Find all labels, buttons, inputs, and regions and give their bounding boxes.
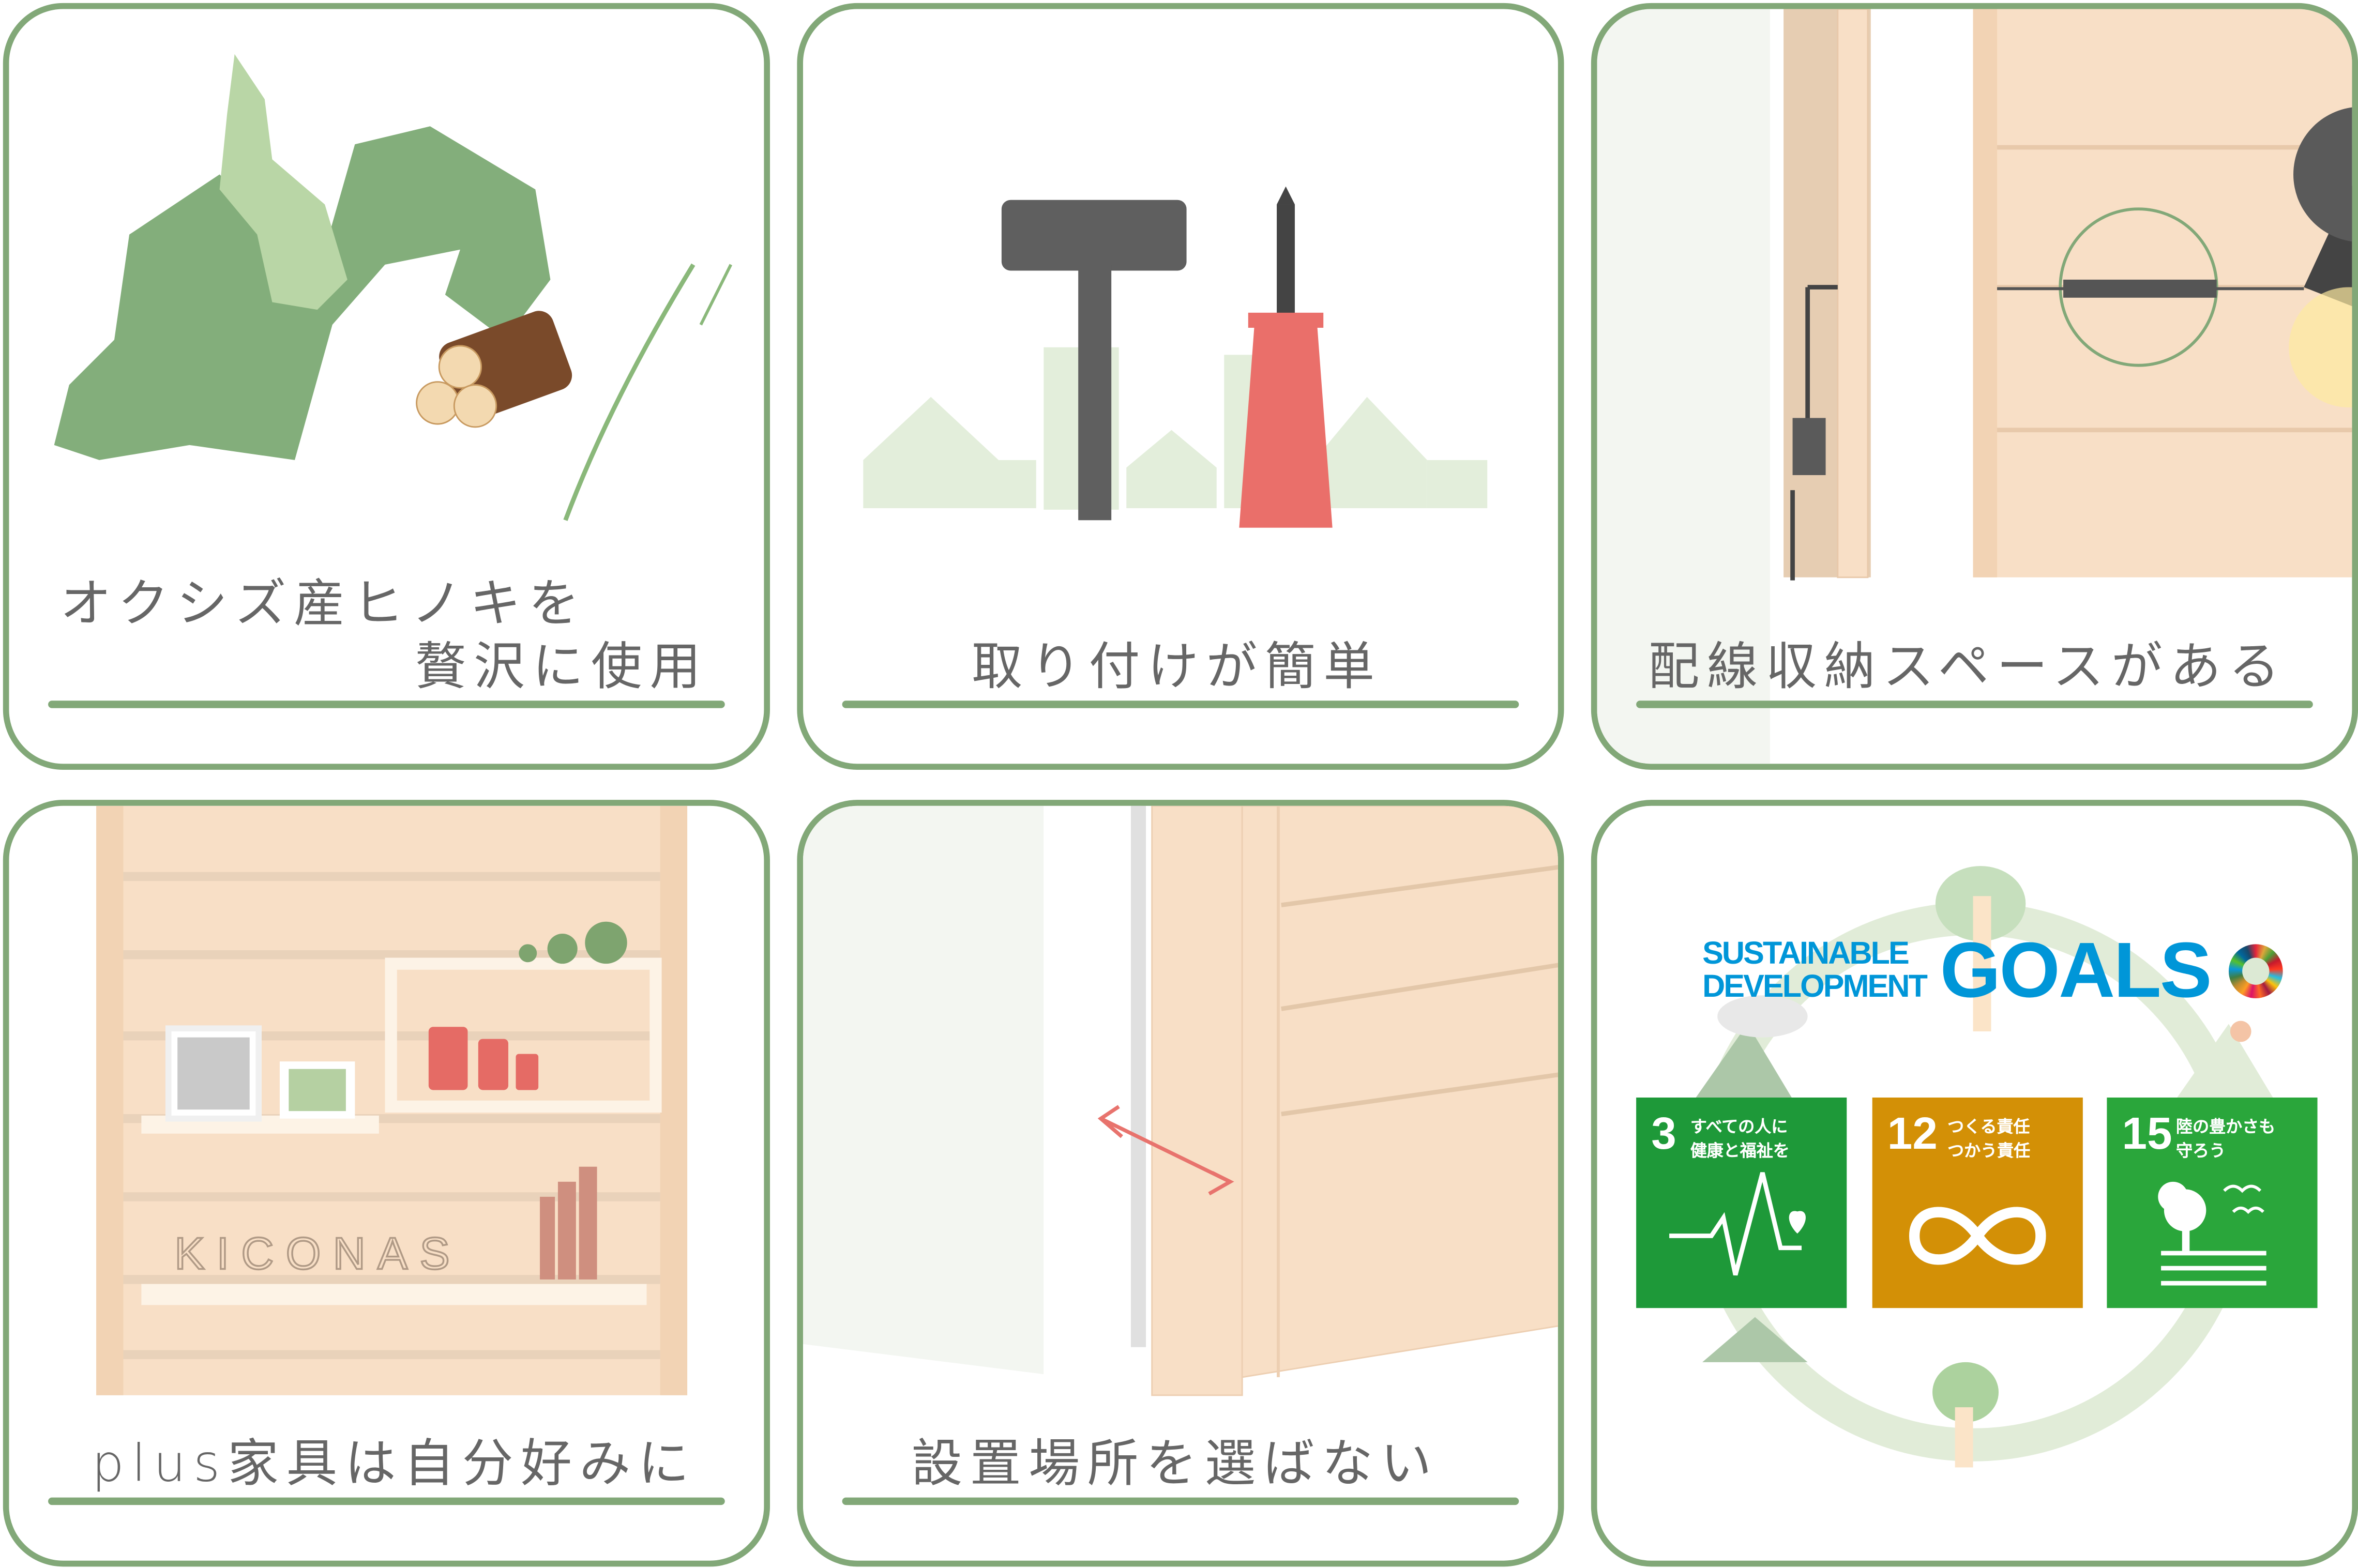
hammer-icon: [1001, 200, 1187, 521]
panel-install: 取り付けが簡単: [797, 3, 1564, 770]
panel-hinoki: オクシズ産ヒノキを 贅沢に使用: [3, 3, 770, 770]
heartbeat-icon: [1669, 1172, 1806, 1276]
caption: 設置場所を選ばない: [911, 1434, 1440, 1495]
kiconas-logo: KICONAS: [174, 1229, 462, 1280]
sdg-goal-15: 15 陸の豊かさも守ろう: [2107, 1097, 2318, 1308]
goal-number: 15: [2122, 1109, 2172, 1160]
sdg-goal-3: 3 すべての人に健康と福祉を: [1636, 1097, 1847, 1308]
goal-number: 3: [1651, 1109, 1676, 1160]
caption: 配線収納スペースがある: [1648, 637, 2288, 698]
sdg-goal-12: 12 つくる責任つかう責任: [1872, 1097, 2083, 1308]
divider: [48, 1497, 725, 1505]
logs-icon: [416, 311, 572, 428]
divider: [1636, 701, 2313, 708]
sdgs-logo-goals: GOALS: [1940, 927, 2212, 1015]
goal-text: つくる責任つかう責任: [1947, 1117, 2031, 1161]
tools-illustration: [863, 186, 1488, 528]
outlet-icon: [1792, 418, 1826, 475]
sdgs-logo-line2: DEVELOPMENT: [1702, 969, 1928, 1004]
divider: [842, 701, 1519, 708]
caption: 取り付けが簡単: [971, 637, 1382, 698]
divider: [48, 701, 725, 708]
sdgs-wheel-icon: [2228, 944, 2283, 999]
hinoki-branch-icon: [563, 263, 696, 521]
goal-text: 陸の豊かさも守ろう: [2176, 1117, 2276, 1161]
double-arrow-icon: [1097, 1105, 1234, 1196]
panel-wiring: 配線収納スペースがある: [1591, 3, 2358, 770]
goal-text: すべての人に健康と福祉を: [1690, 1117, 1790, 1161]
caption: plus家具は自分好みに: [92, 1434, 697, 1495]
tree-bird-icon: [2158, 1181, 2266, 1286]
shizuoka-map-illustration: [54, 54, 732, 521]
panel-furniture: KICONAS plus家具は自分好みに: [3, 800, 770, 1567]
caption-line2: 贅沢に使用: [415, 637, 708, 698]
panel-placement: 設置場所を選ばない: [797, 800, 1564, 1567]
sun-icon: [2230, 1021, 2251, 1042]
caption-line1: オクシズ産ヒノキを: [60, 574, 587, 635]
sdgs-logo: SUSTAINABLE DEVELOPMENT GOALS: [1702, 927, 2283, 1015]
infinity-icon: [1909, 1207, 2046, 1265]
screwdriver-icon: [1239, 186, 1333, 528]
wiring-illustration: [1597, 9, 2352, 764]
goal-number: 12: [1887, 1109, 1938, 1160]
wall-panel-illustration: [803, 805, 1558, 1396]
sdgs-logo-line1: SUSTAINABLE: [1702, 936, 1910, 971]
shelf-illustration: [96, 805, 688, 1395]
divider: [842, 1497, 1519, 1505]
panel-sdgs: SUSTAINABLE DEVELOPMENT GOALS 3 すべての人に健康…: [1591, 800, 2358, 1567]
